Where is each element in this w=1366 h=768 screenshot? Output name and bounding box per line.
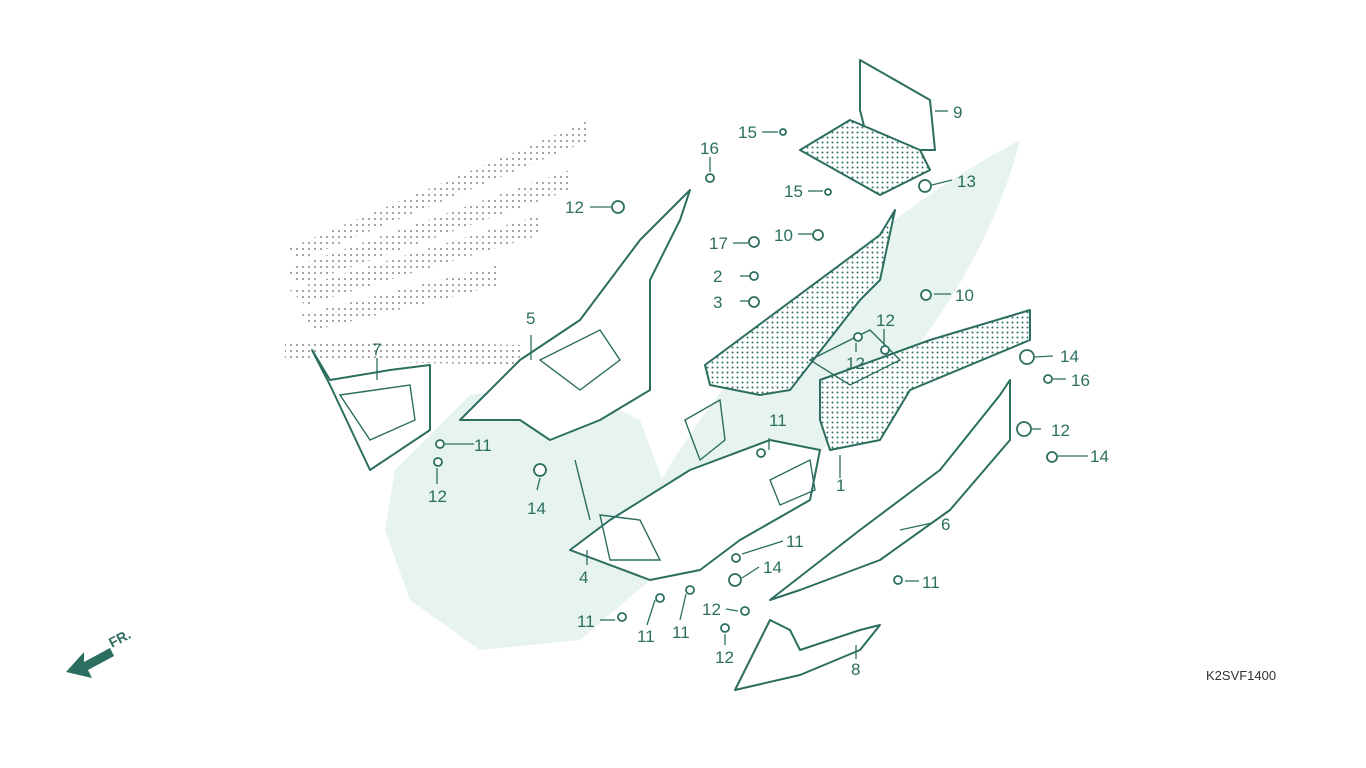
figure-code: K2SVF1400: [1206, 668, 1276, 683]
callout-12: 12: [702, 600, 721, 619]
leader-lines: [376, 110, 1088, 659]
callout-2: 2: [713, 267, 722, 286]
callout-12: 11: [474, 436, 492, 455]
part-4-under-frame: [569, 398, 821, 581]
callout-9: 9: [953, 103, 962, 122]
wing-logo: [285, 120, 590, 365]
callout-4: 4: [579, 568, 588, 587]
callout-10: 10: [955, 286, 974, 305]
part-8-skirt: [734, 619, 881, 691]
part-6-side-cover: [769, 379, 1011, 601]
part-5-side-cover: [459, 189, 691, 441]
callout-6: 6: [941, 515, 950, 534]
callout-1: 1: [836, 476, 845, 495]
part-9-cover: [799, 59, 936, 196]
callout-14: 13: [957, 172, 976, 191]
callout-14: 12: [565, 198, 584, 217]
front-arrow-icon: FR.: [66, 626, 133, 678]
callout-5: 5: [526, 309, 535, 328]
callout-12: 12: [846, 354, 865, 373]
callout-15: 14: [527, 499, 546, 518]
callout-16: 15: [784, 182, 803, 201]
callout-14: 14: [1090, 447, 1109, 466]
callout-3: 3: [713, 293, 722, 312]
callout-11: 11: [637, 627, 655, 646]
callout-15: 14: [763, 558, 782, 577]
callout-18: 17: [709, 234, 728, 253]
callout-17: 16: [1071, 371, 1090, 390]
callout-11: 11: [786, 532, 804, 551]
callout-13: 12: [1051, 421, 1070, 440]
callout-labels: 1 2 3 4 5 6 7 8 9 10 10 11 11 11 11 11 1…: [372, 103, 1109, 679]
callout-14: 14: [1060, 347, 1079, 366]
callout-11: 11: [577, 612, 595, 631]
callout-12: 12: [876, 311, 895, 330]
callout-17: 16: [700, 139, 719, 158]
callout-16: 15: [738, 123, 757, 142]
callout-11: 11: [769, 411, 787, 430]
callout-8: 8: [851, 660, 860, 679]
callout-10: 10: [774, 226, 793, 245]
part-7-panel: [311, 349, 431, 471]
part-1-floor-step: [704, 209, 1031, 451]
callout-11: 11: [672, 623, 690, 642]
callout-12: 12: [715, 648, 734, 667]
fasteners: [433, 128, 1058, 633]
callout-12: 12: [428, 487, 447, 506]
callout-11: 11: [922, 573, 940, 592]
callout-7: 7: [372, 340, 381, 359]
front-label: FR.: [106, 626, 133, 651]
